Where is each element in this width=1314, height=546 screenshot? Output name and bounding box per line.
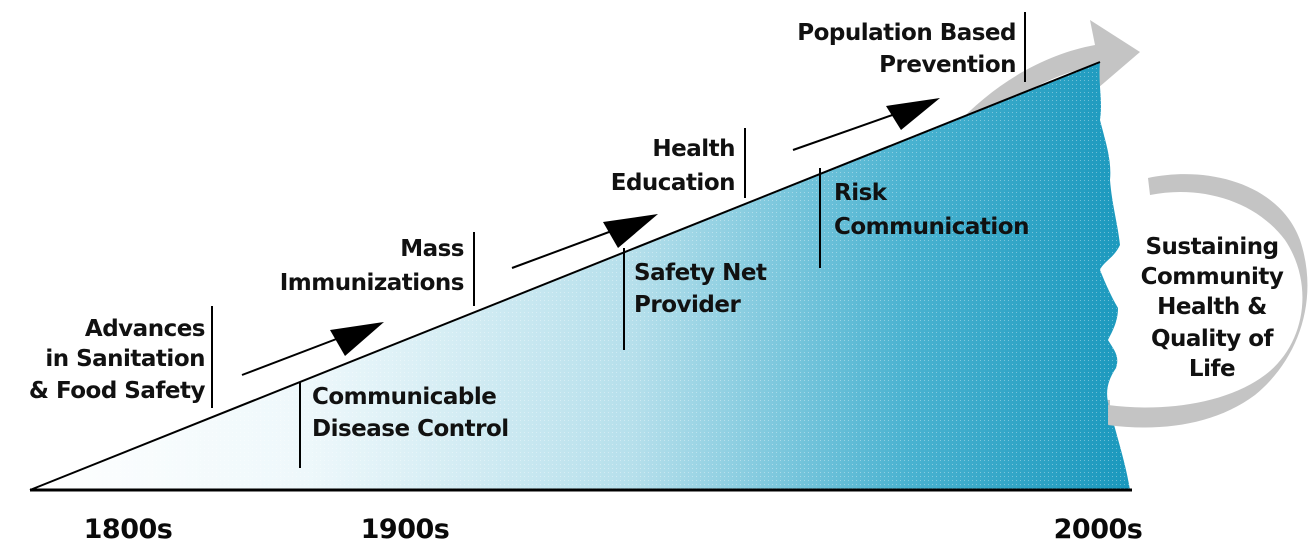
milestone-line: Prevention	[879, 52, 1016, 78]
milestone-line: Health	[652, 136, 735, 162]
milestone-line: Disease Control	[312, 416, 509, 442]
goal-line: Community	[1141, 264, 1284, 290]
era-label-1800s: 1800s	[84, 514, 173, 545]
milestone-line: Safety Net	[634, 260, 767, 286]
milestone-line: Population Based	[797, 20, 1016, 46]
milestone-line: & Food Safety	[29, 378, 206, 404]
milestone-line: Risk	[834, 180, 888, 206]
milestone-line: in Sanitation	[45, 346, 205, 372]
goal-line: Health &	[1157, 294, 1267, 320]
milestone-health-education: Health Education	[611, 136, 736, 196]
era-label-2000s: 2000s	[1054, 514, 1143, 545]
milestone-line: Education	[611, 170, 735, 196]
goal-sustaining-community-health: Sustaining Community Health & Quality of…	[1141, 234, 1285, 382]
milestone-line: Communication	[834, 214, 1029, 240]
milestone-population-based-prevention: Population Based Prevention	[797, 20, 1016, 78]
milestone-mass-immunizations: Mass Immunizations	[280, 236, 465, 296]
goal-line: Life	[1189, 356, 1235, 382]
wedge-diagonal-edge	[29, 61, 1101, 491]
milestone-safety-net-provider: Safety Net Provider	[634, 260, 768, 318]
milestone-line: Communicable	[312, 384, 496, 410]
milestone-communicable-disease-control: Communicable Disease Control	[312, 384, 509, 442]
milestone-line: Mass	[400, 236, 464, 262]
progress-arrow	[511, 214, 658, 269]
milestone-line: Advances	[85, 316, 205, 342]
milestone-line: Provider	[634, 292, 741, 318]
era-label-1900s: 1900s	[361, 514, 450, 545]
milestone-risk-communication: Risk Communication	[834, 180, 1029, 240]
milestone-line: Immunizations	[280, 270, 464, 296]
progress-arrow	[792, 98, 940, 151]
progress-arrow	[241, 322, 384, 376]
goal-line: Sustaining	[1145, 234, 1278, 260]
wedge-dither-overlay	[30, 62, 1130, 490]
goal-line: Quality of	[1151, 326, 1275, 352]
milestone-sanitation-food-safety: Advances in Sanitation & Food Safety	[29, 316, 206, 404]
